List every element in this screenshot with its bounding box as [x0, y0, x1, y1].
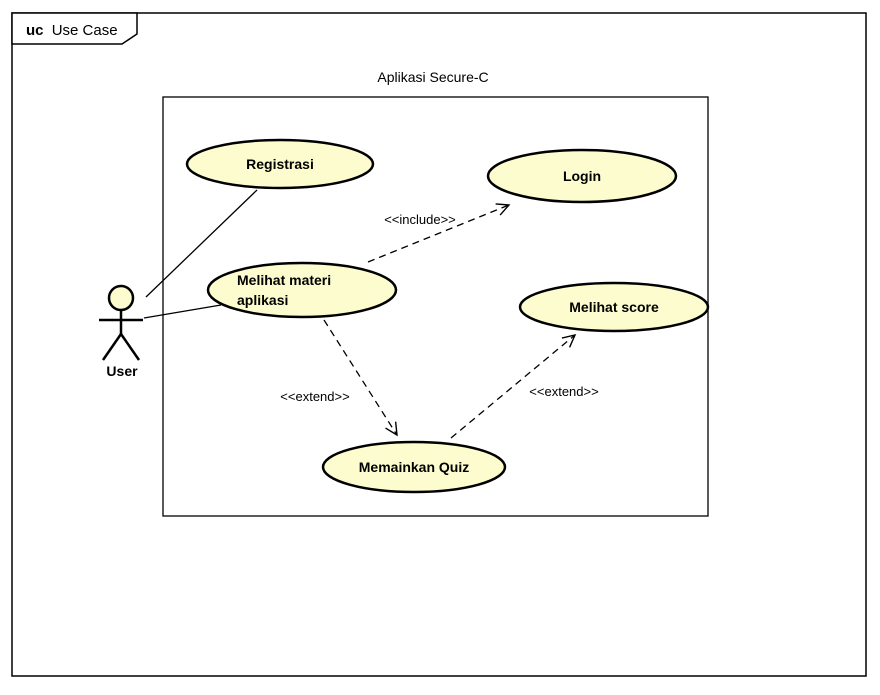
association-user-registrasi	[145, 189, 258, 298]
use-case-melihat-materi-label-line1: Melihat materi	[237, 272, 331, 288]
include-label: <<include>>	[384, 212, 456, 227]
use-case-login-label: Login	[563, 168, 601, 184]
include-arrow-materi-login	[367, 203, 511, 263]
use-case-melihat-materi-ellipse	[206, 261, 398, 319]
use-case-memainkan-quiz-ellipse	[321, 440, 507, 494]
use-case-memainkan-quiz: Memainkan Quiz	[321, 440, 507, 494]
extend-arrow-quiz-score	[450, 333, 577, 439]
use-case-melihat-materi-label-line2: aplikasi	[237, 292, 288, 308]
use-case-melihat-score-label: Melihat score	[569, 299, 659, 315]
use-case-registrasi-label: Registrasi	[246, 156, 314, 172]
use-case-melihat-score-ellipse	[518, 281, 710, 333]
use-case-login: Login	[486, 148, 678, 204]
extend-label-1: <<extend>>	[280, 389, 349, 404]
actor-user: User	[99, 284, 143, 379]
use-case-melihat-materi: Melihat materi aplikasi	[206, 261, 398, 319]
actor-user-label: User	[106, 363, 138, 379]
actor-right-leg	[119, 333, 141, 361]
actor-left-leg	[101, 333, 123, 361]
use-case-registrasi: Registrasi	[185, 138, 375, 190]
use-case-login-ellipse	[486, 148, 678, 204]
use-case-registrasi-ellipse	[185, 138, 375, 190]
frame-keyword: uc	[26, 22, 44, 39]
frame-tab-label: uc Use Case	[26, 22, 118, 39]
actor-head	[107, 284, 135, 312]
frame-title: Use Case	[52, 22, 118, 39]
use-case-memainkan-quiz-label: Memainkan Quiz	[359, 459, 469, 475]
extend-arrow-materi-quiz	[323, 319, 398, 437]
extend-label-2: <<extend>>	[529, 384, 598, 399]
frame-tab	[11, 12, 138, 45]
association-user-materi	[143, 304, 222, 319]
system-boundary-title: Aplikasi Secure-C	[377, 69, 488, 85]
use-case-melihat-score: Melihat score	[518, 281, 710, 333]
